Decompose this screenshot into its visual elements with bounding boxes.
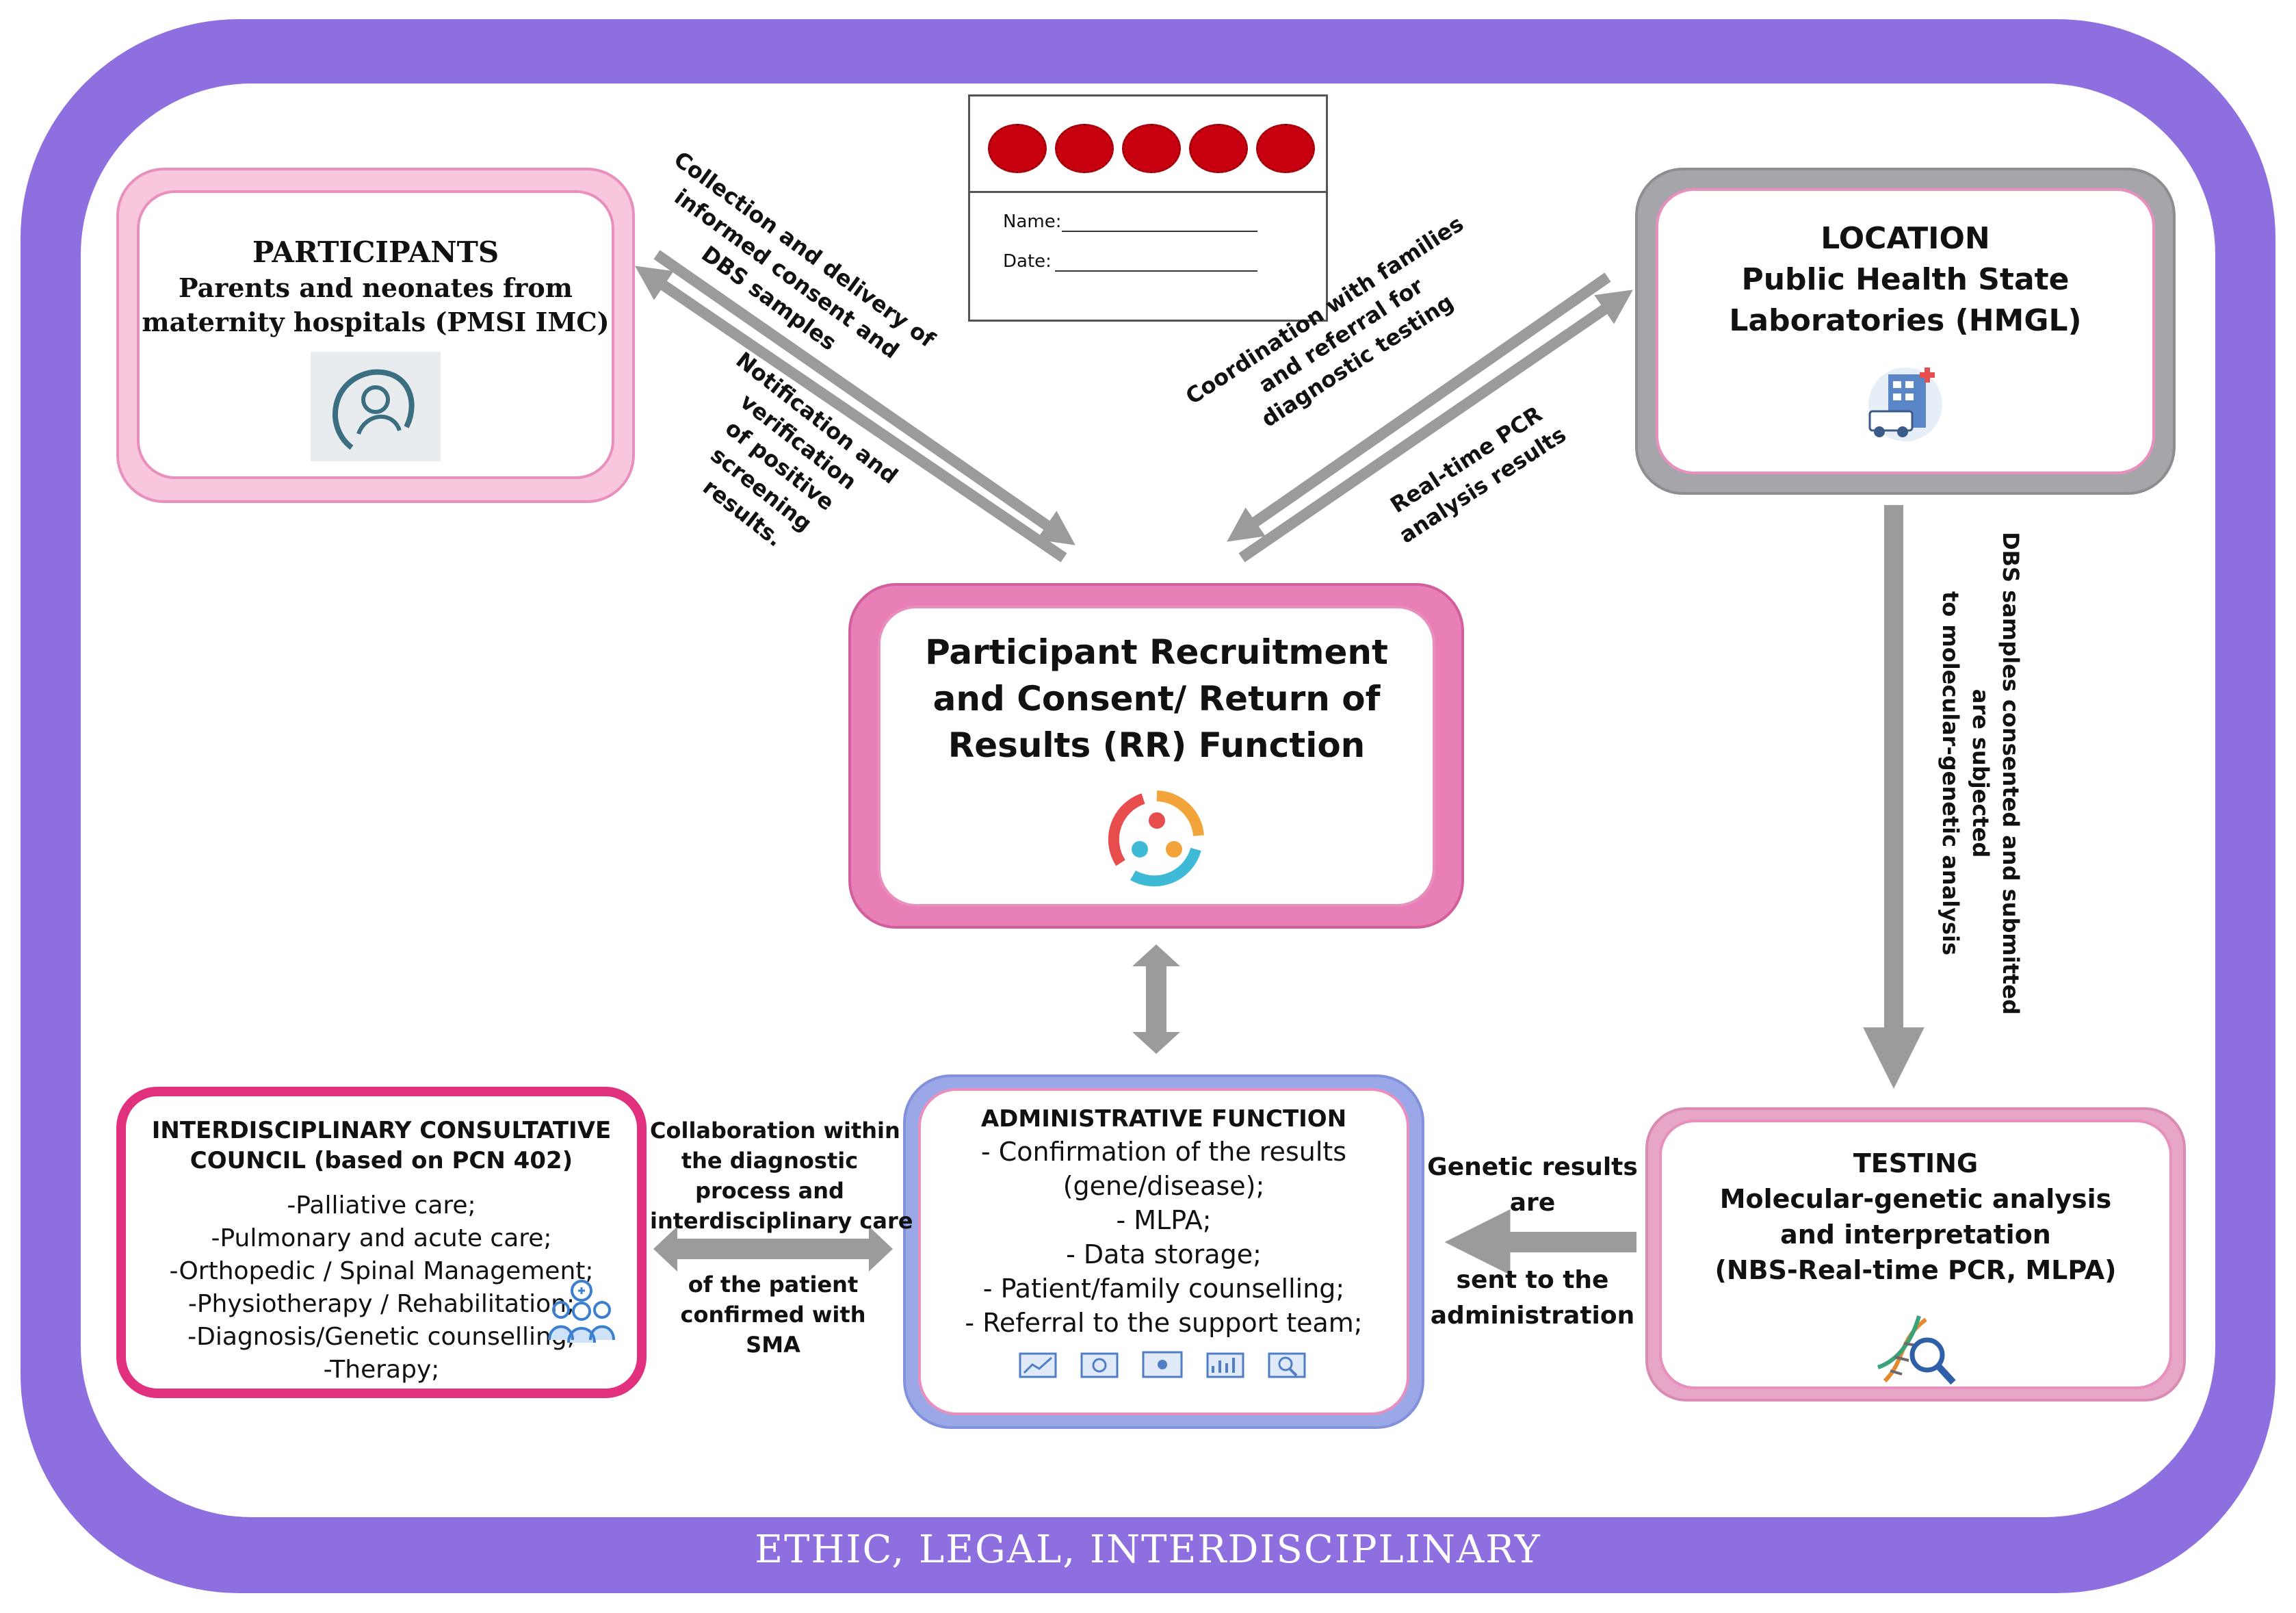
testing-title: TESTING bbox=[1853, 1148, 1979, 1178]
arrow-head-down bbox=[1132, 1032, 1180, 1054]
date-label: Date: bbox=[1003, 251, 1052, 272]
arrow-central-to-location bbox=[1238, 289, 1633, 563]
label-line: are subjected bbox=[1968, 688, 1994, 858]
label-line: DBS samples consented and submitted bbox=[1998, 532, 2024, 1015]
blood-spots bbox=[984, 124, 1315, 179]
label-line: Collaboration within bbox=[650, 1118, 900, 1144]
location-line2: Laboratories (HMGL) bbox=[1729, 303, 2082, 338]
laboratory-ambulance-icon bbox=[1857, 362, 1953, 444]
location-line1: Public Health State bbox=[1741, 262, 2070, 297]
data-analysis-icons bbox=[1013, 1345, 1314, 1386]
blood-spot-icon bbox=[1122, 124, 1181, 173]
arrow-central-to-participants bbox=[635, 266, 1067, 563]
testing-line1: Molecular-genetic analysis bbox=[1719, 1184, 2112, 1214]
label-line: the diagnostic bbox=[681, 1148, 859, 1174]
council-item: -Therapy; bbox=[323, 1356, 440, 1384]
central-line2: and Consent/ Return of bbox=[932, 679, 1381, 719]
dna-magnifier-icon bbox=[1871, 1313, 1960, 1388]
label-line: confirmed with bbox=[680, 1302, 866, 1328]
date-line bbox=[1055, 270, 1257, 272]
testing-line2: and interpretation bbox=[1780, 1220, 2051, 1250]
label-line: process and bbox=[695, 1178, 844, 1204]
label-line: sent to the bbox=[1456, 1266, 1609, 1294]
card-divider bbox=[970, 191, 1326, 193]
name-line bbox=[1062, 231, 1257, 232]
testing-box: TESTING Molecular-genetic analysis and i… bbox=[1659, 1120, 2172, 1389]
blood-spot-icon bbox=[1256, 124, 1315, 173]
label-line: Genetic results bbox=[1427, 1153, 1638, 1181]
label-patient: of the patient confirmed with SMA bbox=[657, 1269, 889, 1360]
admin-item: - Referral to the support team; bbox=[965, 1308, 1363, 1338]
central-box: Participant Recruitment and Consent/ Ret… bbox=[878, 606, 1435, 907]
council-box: INTERDISCIPLINARY CONSULTATIVE COUNCIL (… bbox=[116, 1087, 647, 1398]
label-collaboration: Collaboration within the diagnostic proc… bbox=[650, 1115, 913, 1236]
admin-title: ADMINISTRATIVE FUNCTION bbox=[980, 1105, 1347, 1133]
council-item: -Orthopedic / Spinal Management; bbox=[169, 1257, 594, 1285]
location-box: LOCATION Public Health State Laboratorie… bbox=[1656, 188, 2155, 474]
people-circle-icon bbox=[1106, 788, 1208, 890]
council-item: -Palliative care; bbox=[287, 1191, 476, 1220]
label-line: to molecular-genetic analysis bbox=[1938, 591, 1964, 956]
council-item: -Diagnosis/Genetic counselling; bbox=[187, 1323, 575, 1351]
location-title: LOCATION bbox=[1821, 221, 1990, 256]
admin-item: - MLPA; bbox=[1116, 1205, 1212, 1235]
admin-item: - Data storage; bbox=[1066, 1239, 1262, 1269]
label-line: interdisciplinary care bbox=[650, 1208, 913, 1234]
admin-item: - Patient/family counselling; bbox=[982, 1274, 1345, 1304]
arrow-head-right bbox=[869, 1226, 893, 1272]
label-line: of the patient bbox=[688, 1272, 859, 1298]
mother-baby-icon bbox=[311, 352, 441, 461]
admin-item: (gene/disease); bbox=[1062, 1171, 1265, 1201]
label-line: administration bbox=[1430, 1302, 1635, 1330]
footer-label: ETHIC, LEGAL, INTERDISCIPLINARY bbox=[755, 1527, 1541, 1572]
admin-item: - Confirmation of the results bbox=[980, 1137, 1347, 1167]
label-line: are bbox=[1509, 1189, 1556, 1217]
participants-title: PARTICIPANTS bbox=[252, 235, 499, 269]
participants-line2: maternity hospitals (PMSI IMC) bbox=[142, 307, 610, 337]
dbs-card: Name: Date: bbox=[968, 94, 1328, 322]
arrow-head-up bbox=[1132, 944, 1180, 966]
name-label: Name: bbox=[1003, 211, 1062, 232]
council-item: -Physiotherapy / Rehabilitation; bbox=[187, 1290, 575, 1318]
label-genetic-results: Genetic results are bbox=[1416, 1150, 1649, 1221]
blood-spot-icon bbox=[1055, 124, 1114, 173]
arrow-location-to-central bbox=[1227, 272, 1611, 542]
council-title1: INTERDISCIPLINARY CONSULTATIVE bbox=[151, 1117, 612, 1144]
admin-box: ADMINISTRATIVE FUNCTION - Confirmation o… bbox=[918, 1088, 1409, 1415]
participants-box: PARTICIPANTS Parents and neonates from m… bbox=[137, 190, 614, 479]
council-title2: COUNCIL (based on PCN 402) bbox=[190, 1147, 573, 1174]
label-dbs-vertical: DBS samples consented and submitted are … bbox=[1935, 532, 2026, 1015]
label-line: SMA bbox=[746, 1332, 800, 1358]
council-item: -Pulmonary and acute care; bbox=[211, 1224, 552, 1252]
testing-line3: (NBS-Real-time PCR, MLPA) bbox=[1714, 1255, 2117, 1285]
central-line3: Results (RR) Function bbox=[948, 725, 1366, 765]
label-sent-to: sent to the administration bbox=[1416, 1263, 1649, 1334]
blood-spot-icon bbox=[988, 124, 1047, 173]
participants-line1: Parents and neonates from bbox=[179, 272, 573, 303]
blood-spot-icon bbox=[1189, 124, 1248, 173]
arrow-head-left bbox=[653, 1226, 677, 1272]
arrow-participants-to-central bbox=[653, 250, 1075, 545]
central-line1: Participant Recruitment bbox=[925, 632, 1388, 672]
doctors-team-icon bbox=[544, 1277, 619, 1345]
